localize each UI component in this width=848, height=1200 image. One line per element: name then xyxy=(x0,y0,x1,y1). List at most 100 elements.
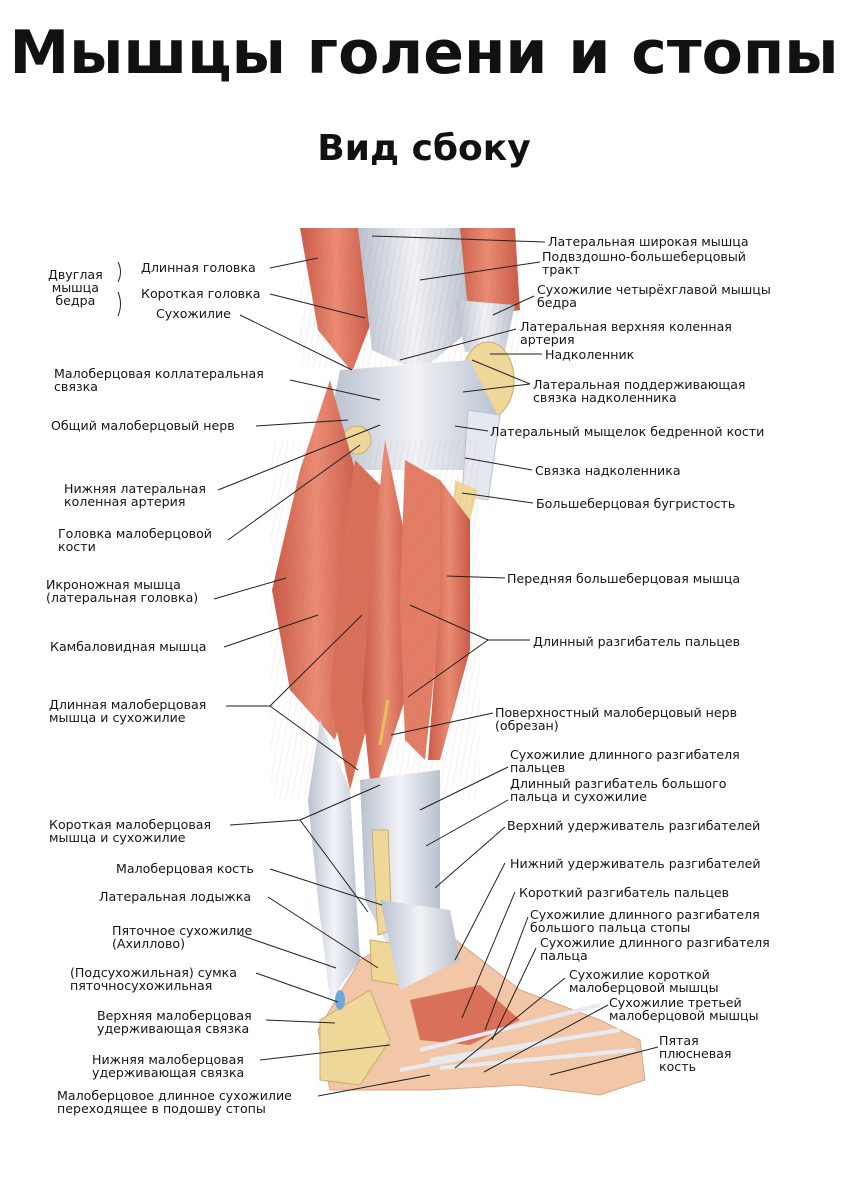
peroneus-longus-sole-label: Малоберцовое длинное сухожилие переходящ… xyxy=(57,1089,292,1115)
biceps-femoris-label: Двуглая мышца бедра xyxy=(48,268,103,307)
edl-tendon2-line1: Сухожилие длинного разгибателя xyxy=(540,935,770,950)
bursa-line2: пяточносухожильная xyxy=(70,978,213,993)
iliotibial-label: Подвздошно-большеберцовый тракт xyxy=(542,250,746,276)
gastrocnemius-line2: (латеральная головка) xyxy=(46,590,199,605)
vastus-lateralis-label: Латеральная широкая мышца xyxy=(548,234,749,249)
edl-tendon-line2: пальцев xyxy=(510,760,566,775)
achilles-line1: Пяточное сухожилие xyxy=(112,923,253,938)
lateral-malleolus-label: Латеральная лодыжка xyxy=(99,889,252,904)
fibula-head-line2: кости xyxy=(58,539,96,554)
ext-digitorum-longus-label: Длинный разгибатель пальцев xyxy=(533,634,741,649)
fibula-label: Малоберцовая кость xyxy=(116,861,254,876)
peroneus-brevis-tendon-label: Сухожилие короткой малоберцовой мышцы xyxy=(569,968,719,994)
bursa-line1: (Подсухожильная) сумка xyxy=(70,965,237,980)
leader-lines xyxy=(117,235,659,1097)
fibular-collateral-label: Малоберцовая коллатеральная связка xyxy=(54,367,264,393)
inferior-lateral-genicular-label: Нижняя латеральная коленная артерия xyxy=(64,482,206,508)
ext-digitorum-brevis-label: Короткий разгибатель пальцев xyxy=(519,885,730,900)
inferior-extensor-retinaculum-label: Нижний удерживатель разгибателей xyxy=(510,856,761,871)
fifth-metatarsal-label: Пятая плюсневая кость xyxy=(659,1034,732,1073)
ehl-line2: пальца и сухожилие xyxy=(510,789,647,804)
foot xyxy=(317,900,646,1096)
superior-peroneal-retinaculum-label: Верхняя малоберцовая удерживающая связка xyxy=(97,1009,252,1035)
fifth-metatarsal-line2: плюсневая xyxy=(659,1046,732,1061)
superior-lateral-genicular-label: Латеральная верхняя коленная артерия xyxy=(520,320,732,346)
inferior-lateral-genicular-line1: Нижняя латеральная xyxy=(64,481,206,496)
inferior-peroneal-retinaculum-label: Нижняя малоберцовая удерживающая связка xyxy=(92,1053,244,1079)
fifth-metatarsal-line3: кость xyxy=(659,1059,696,1074)
superficial-peroneal-nerve-label: Поверхностный малоберцовый нерв (обрезан… xyxy=(495,706,737,732)
foot-tendons-shape xyxy=(399,1003,636,1072)
edl-tendon-line1: Сухожилие длинного разгибателя xyxy=(510,747,740,762)
lateral-patellar-retinaculum-label: Латеральная поддерживающая связка надкол… xyxy=(533,378,746,404)
peroneus-longus-sole-line2: переходящее в подошву стопы xyxy=(57,1101,266,1116)
inferior-peroneal-retinaculum-line1: Нижняя малоберцовая xyxy=(92,1052,244,1067)
long-head-label: Длинная головка xyxy=(141,260,256,275)
heel-bone-shape xyxy=(319,989,391,1086)
peroneus-brevis-line2: мышца и сухожилие xyxy=(49,830,186,845)
page-subtitle: Вид сбоку xyxy=(317,128,531,169)
page-title: Мышцы голени и стопы xyxy=(9,18,839,88)
soleus-label: Камбаловидная мышца xyxy=(50,639,207,654)
superior-lateral-genicular-line2: артерия xyxy=(520,332,575,347)
quadriceps-tendon-line1: Сухожилие четырёхглавой мышцы xyxy=(537,282,771,297)
superior-peroneal-retinaculum-line2: удерживающая связка xyxy=(97,1021,250,1036)
iliotibial-line1: Подвздошно-большеберцовый xyxy=(542,249,746,264)
common-peroneal-nerve-label: Общий малоберцовый нерв xyxy=(51,418,235,433)
quadriceps-tendon-line2: бедра xyxy=(537,295,577,310)
superior-peroneal-retinaculum-line1: Верхняя малоберцовая xyxy=(97,1008,252,1023)
bursa-label: (Подсухожильная) сумка пяточносухожильна… xyxy=(70,966,237,992)
bursa-shape xyxy=(335,990,345,1010)
lateral-patellar-retinaculum-line1: Латеральная поддерживающая xyxy=(533,377,746,392)
peroneus-tertius-tendon-line2: малоберцовой мышцы xyxy=(609,1008,759,1023)
tendon-label: Сухожилие xyxy=(156,306,231,321)
achilles-label: Пяточное сухожилие (Ахиллово) xyxy=(112,924,252,950)
peroneus-longus-line1: Длинная малоберцовая xyxy=(49,697,207,712)
inferior-peroneal-retinaculum-line2: удерживающая связка xyxy=(92,1065,245,1080)
fibular-collateral-line1: Малоберцовая коллатеральная xyxy=(54,366,264,381)
peroneus-longus-sole-line1: Малоберцовое длинное сухожилие xyxy=(57,1088,292,1103)
inferior-lateral-genicular-line2: коленная артерия xyxy=(64,494,186,509)
patellar-ligament-label: Связка надколенника xyxy=(535,463,681,478)
fibular-collateral-line2: связка xyxy=(54,379,98,394)
iliotibial-line2: тракт xyxy=(542,262,580,277)
peroneus-brevis-tendon-line2: малоберцовой мышцы xyxy=(569,980,719,995)
tibialis-anterior-label: Передняя большеберцовая мышца xyxy=(507,571,741,586)
ehl-line1: Длинный разгибатель большого xyxy=(510,776,727,791)
peroneus-brevis-label: Короткая малоберцовая мышца и сухожилие xyxy=(49,818,211,844)
peroneus-longus-label: Длинная малоберцовая мышца и сухожилие xyxy=(49,698,206,724)
gastrocnemius-line1: Икроножная мышца xyxy=(46,577,181,592)
superficial-peroneal-nerve-line1: Поверхностный малоберцовый нерв xyxy=(495,705,738,720)
achilles-shape xyxy=(308,720,360,1000)
fibula-head-label: Головка малоберцовой кости xyxy=(58,527,212,553)
ehl-label: Длинный разгибатель большого пальца и су… xyxy=(510,777,726,803)
nerve-shape xyxy=(378,699,390,746)
peroneus-brevis-line1: Короткая малоберцовая xyxy=(49,817,212,832)
superior-lateral-genicular-line1: Латеральная верхняя коленная xyxy=(520,319,732,334)
superficial-peroneal-nerve-line2: (обрезан) xyxy=(495,718,559,733)
ehl-tendon-label: Сухожилие длинного разгибателя большого … xyxy=(530,908,760,934)
peroneus-brevis-tendon-line1: Сухожилие короткой xyxy=(569,967,710,982)
fibula-head-line1: Головка малоберцовой xyxy=(58,526,212,541)
biceps-line3: бедра xyxy=(55,293,96,308)
biceps-line2: мышца xyxy=(51,280,99,295)
peroneus-tertius-tendon-label: Сухожилие третьей малоберцовой мышцы xyxy=(609,996,759,1022)
retinaculum-shape xyxy=(380,900,460,990)
lateral-condyle-label: Латеральный мыщелок бедренной кости xyxy=(490,424,765,439)
gastrocnemius-label: Икроножная мышца (латеральная головка) xyxy=(46,578,198,604)
superior-extensor-retinaculum-label: Верхний удерживатель разгибателей xyxy=(507,818,761,833)
patella-label: Надколенник xyxy=(545,347,635,362)
peroneus-tertius-tendon-line1: Сухожилие третьей xyxy=(609,995,742,1010)
thigh-muscles xyxy=(300,228,520,372)
lower-leg-muscles xyxy=(270,380,480,1000)
edl-tendon-label: Сухожилие длинного разгибателя пальцев xyxy=(510,748,740,774)
fifth-metatarsal-line1: Пятая xyxy=(659,1033,699,1048)
quadriceps-tendon-label: Сухожилие четырёхглавой мышцы бедра xyxy=(537,283,771,309)
edl-tendon2-line2: пальца xyxy=(540,948,588,963)
peroneus-longus-line2: мышца и сухожилие xyxy=(49,710,186,725)
short-head-label: Короткая головка xyxy=(141,286,261,301)
biceps-line1: Двуглая xyxy=(48,267,103,282)
lateral-patellar-retinaculum-line2: связка надколенника xyxy=(533,390,677,405)
tibial-tuberosity-label: Большеберцовая бугристость xyxy=(536,496,736,511)
